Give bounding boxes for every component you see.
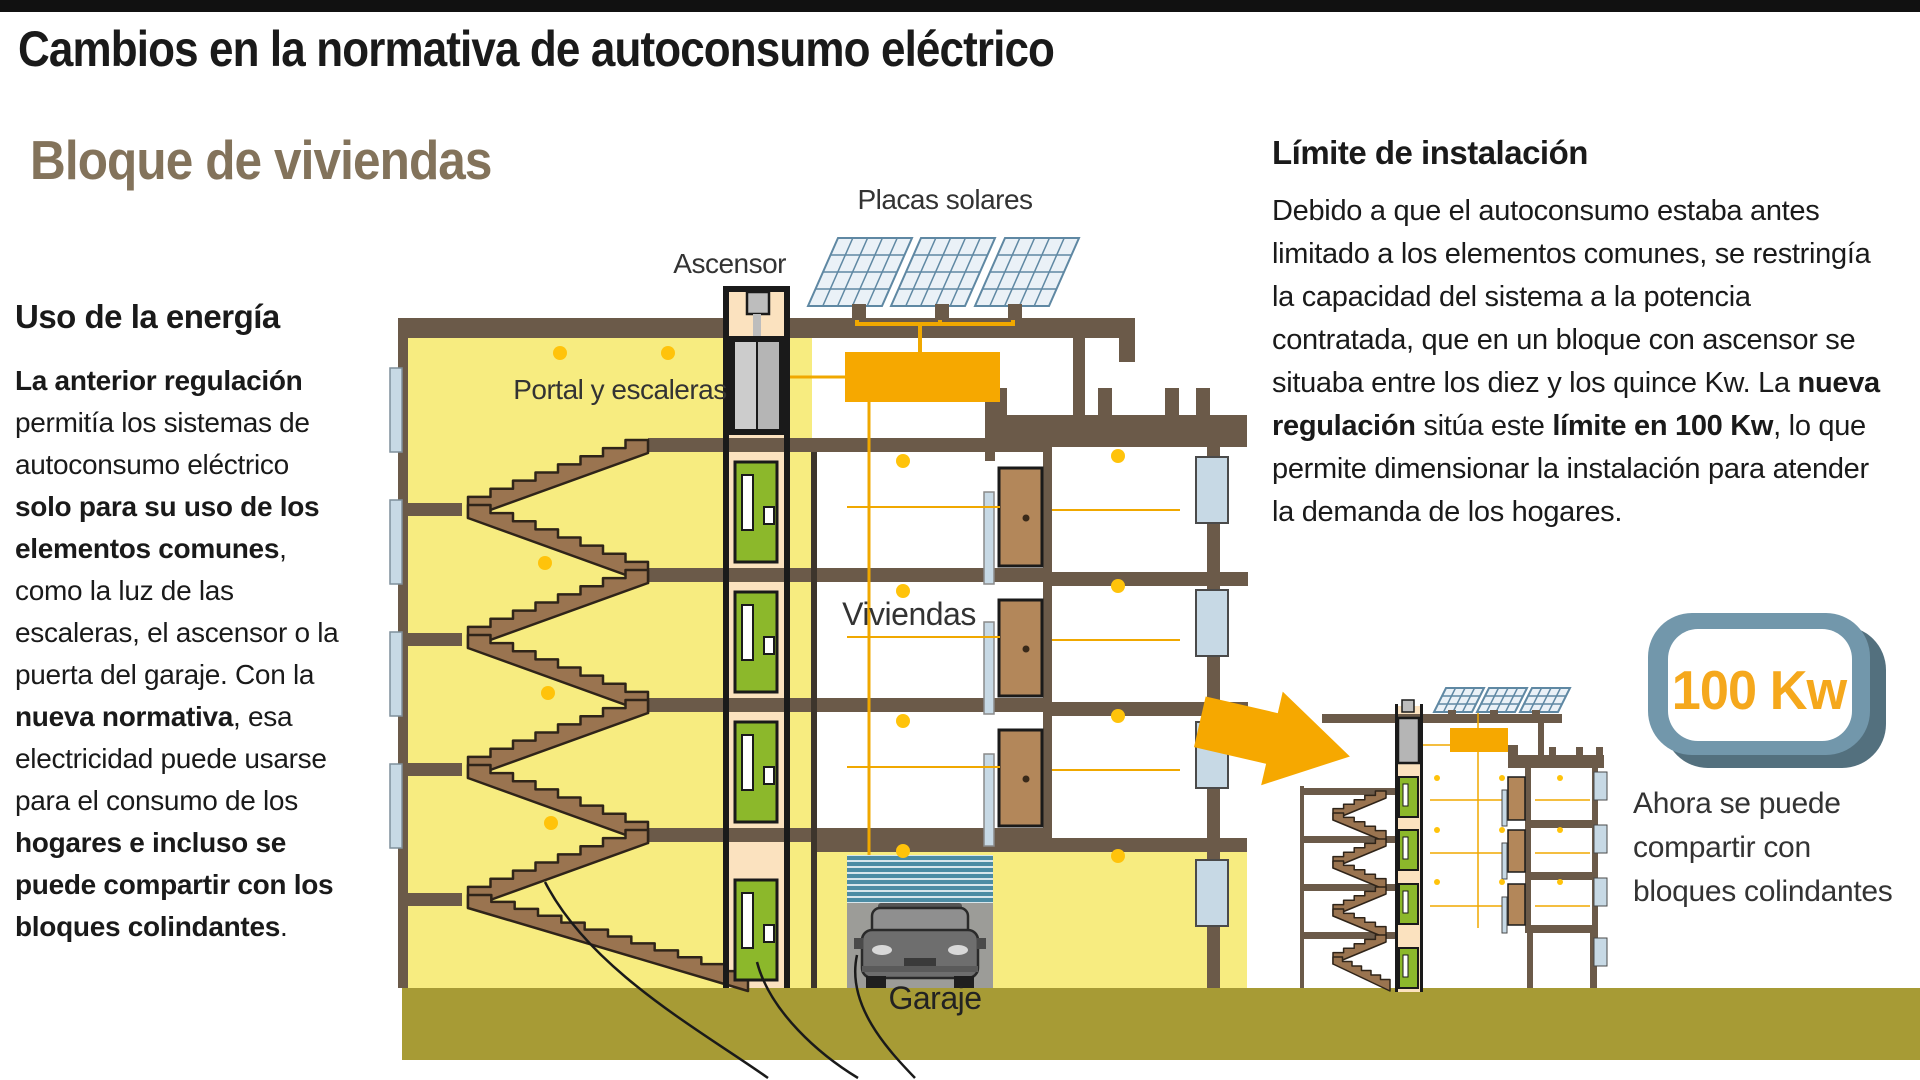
label-solar-panels: Placas solares — [857, 184, 1033, 215]
right-column-heading: Límite de instalación — [1272, 134, 1588, 171]
label-dwellings: Viviendas — [842, 596, 976, 632]
text-segment: sitúa este — [1415, 410, 1553, 442]
text-segment: permitía los sistemas de autoconsumo elé… — [15, 407, 310, 480]
text-segment: límite en 100 Kw — [1552, 410, 1774, 442]
panel-feet — [852, 304, 1022, 320]
mini-ceiling-lights — [1434, 775, 1563, 885]
staircase — [466, 438, 750, 993]
facade-windows — [389, 367, 403, 849]
mini-solar-panels — [1432, 687, 1572, 713]
apartment-doors — [997, 466, 1044, 828]
page-title: Cambios en la normativa de autoconsumo e… — [18, 21, 1055, 77]
text-segment: solo para su uso de los elementos comune… — [15, 491, 320, 564]
inverter-box — [845, 352, 1000, 402]
share-note: Ahora se puede compartir con bloques col… — [1633, 787, 1893, 908]
text-segment: . — [280, 911, 288, 942]
text-segment: nueva normativa — [15, 701, 234, 732]
mini-inverter — [1450, 728, 1508, 752]
mini-elevator — [1395, 699, 1423, 992]
label-garage: Garaje — [888, 980, 982, 1016]
text-segment: , esa electricidad puede usarse para el … — [15, 701, 327, 816]
right-column-paragraph: Debido a que el autoconsumo estaba antes… — [1272, 190, 1880, 534]
radiators — [1195, 456, 1229, 927]
mini-radiators — [1501, 771, 1608, 967]
label-portal-stairs: Portal y escaleras — [513, 374, 727, 405]
elevator — [723, 286, 790, 988]
ceiling-lights — [538, 346, 1125, 863]
garage — [847, 855, 993, 988]
callout-lines — [543, 881, 916, 1080]
mini-building — [1300, 687, 1608, 992]
floor-slabs — [408, 438, 1248, 906]
text-segment: nueva regulación — [1272, 367, 1880, 442]
left-column-paragraph: La anterior regulación permitía los sist… — [15, 360, 349, 948]
mini-staircase — [1332, 790, 1391, 992]
text-segment: , como la luz de las escaleras, el ascen… — [15, 533, 339, 690]
section-subtitle: Bloque de viviendas — [30, 129, 492, 191]
ground — [402, 988, 1920, 1060]
mini-doors — [1507, 776, 1526, 926]
text-segment: , lo que permite dimensionar la instalac… — [1272, 410, 1869, 528]
left-column-heading: Uso de la energía — [15, 298, 280, 335]
door-sidelights — [983, 491, 995, 847]
label-elevator: Ascensor — [673, 248, 786, 279]
text-segment: La anterior regulación — [15, 365, 303, 396]
arrow-icon — [1193, 691, 1350, 786]
elevator-doors — [733, 460, 779, 982]
solar-panels — [806, 237, 1081, 307]
top-bar — [0, 0, 1920, 12]
text-segment: Debido a que el autoconsumo estaba antes… — [1272, 195, 1871, 399]
text-segment: hogares e incluso se puede compartir con… — [15, 827, 334, 942]
power-badge — [1648, 613, 1886, 768]
power-badge-label: 100 Kw — [1671, 659, 1847, 721]
car — [854, 903, 986, 988]
